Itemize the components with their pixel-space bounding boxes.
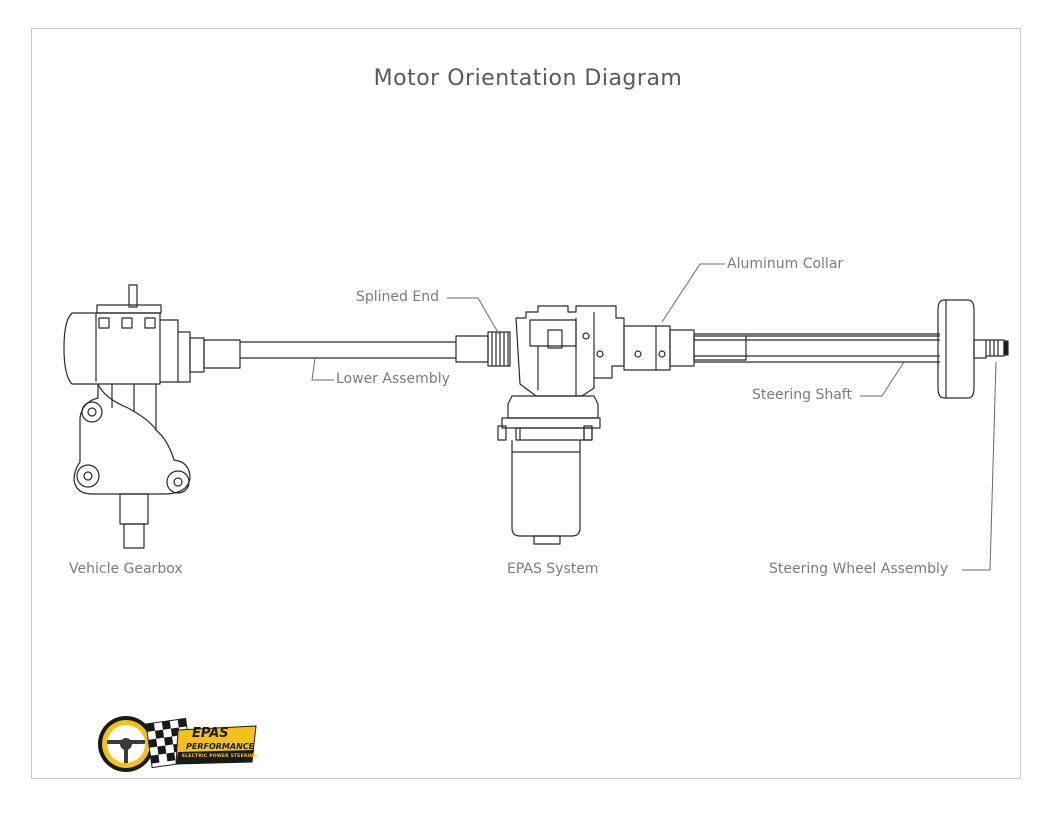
steering-wheel-assembly-leader	[962, 361, 997, 571]
drawing-frame	[31, 28, 1021, 779]
epas-performance-logo: EPAS PERFORMANCE ELECTRIC POWER STEERING	[96, 712, 260, 778]
splined-end-label: Splined End	[356, 289, 439, 305]
steering-wheel-assembly-label: Steering Wheel Assembly	[769, 561, 949, 577]
steering-shaft-label: Steering Shaft	[752, 387, 852, 403]
diagram-title: Motor Orientation Diagram	[373, 66, 683, 91]
aluminum-collar-label: Aluminum Collar	[727, 256, 844, 272]
steering-shaft-leader	[860, 361, 905, 397]
leader-lines	[311, 263, 997, 571]
logo-line1: EPAS	[192, 726, 229, 741]
lower-assembly-leader	[311, 357, 334, 381]
logo-graphic	[98, 716, 257, 772]
logo-line2: PERFORMANCE	[186, 742, 255, 751]
aluminum-collar-part	[623, 325, 695, 371]
epas-system-label: EPAS System	[507, 561, 599, 577]
lower-assembly-shaft	[240, 331, 511, 367]
aluminum-collar-leader	[661, 263, 725, 323]
epas-system-part	[497, 305, 625, 545]
vehicle-gearbox-part	[63, 284, 241, 549]
lower-assembly-label: Lower Assembly	[336, 371, 450, 387]
steering-shaft-part	[693, 333, 940, 363]
steering-wheel-assembly-part	[937, 299, 1009, 399]
vehicle-gearbox-label: Vehicle Gearbox	[69, 561, 183, 577]
splined-end-leader	[447, 297, 500, 335]
logo-tagline: ELECTRIC POWER STEERING	[182, 754, 258, 759]
